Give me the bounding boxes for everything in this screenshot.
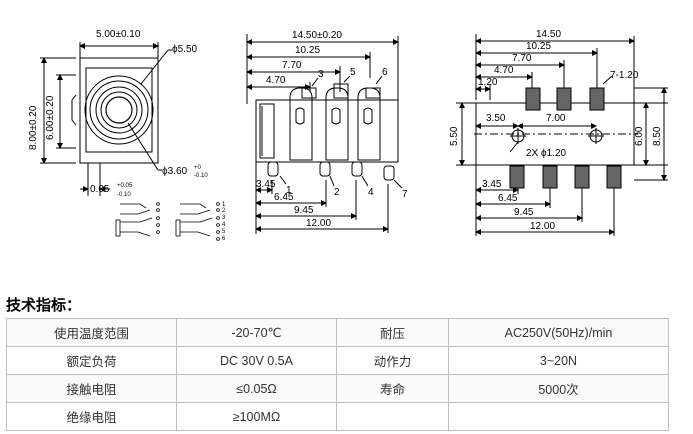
spec-value: 3~20N (448, 346, 669, 375)
table-row: 使用温度范围 -20-70℃ 耐压 AC250V(50Hz)/min (6, 318, 669, 347)
side-dim-top-0: 14.50±0.20 (292, 30, 342, 41)
pcb-dim-bottom-0: 3.45 (482, 179, 502, 190)
spec-value: DC 30V 0.5A (176, 346, 337, 375)
pcb-height-right-a: 6.00 (634, 126, 645, 146)
side-dim-bottom-0: 3.45 (256, 179, 276, 190)
pcb-pads (509, 87, 622, 189)
pcb-dim-top-5: 7-1.20 (610, 70, 639, 81)
spec-value: ≥100MΩ (176, 402, 337, 431)
front-hole-diameter: ϕ5.50 (172, 44, 198, 55)
spec-label: 绝缘电阻 (6, 402, 177, 431)
front-offset-tol-plus: +0.05 (117, 183, 133, 189)
spec-label: 额定负荷 (6, 346, 177, 375)
spec-value: ≤0.05Ω (176, 374, 337, 403)
schematic-pin-labels: 1 2 3 4 5 6 (222, 202, 226, 242)
technical-drawing: 5.00±0.10 8.00±0.20 6.00±0.20 ϕ5.50 ϕ3.6… (28, 29, 668, 242)
front-view (40, 42, 172, 196)
switch-schematic (115, 202, 220, 241)
side-pin-4: 4 (368, 187, 374, 198)
table-row: 绝缘电阻 ≥100MΩ (6, 402, 669, 431)
side-pin-6: 6 (382, 67, 388, 78)
spec-value: AC250V(50Hz)/min (448, 318, 669, 347)
pcb-dim-top-0: 14.50 (536, 29, 561, 40)
pcb-dim-top-2: 7.70 (512, 53, 532, 64)
front-pin-tol-plus: +0 (194, 165, 202, 171)
schematic-pin-1: 1 (222, 202, 226, 208)
spec-value (448, 402, 669, 431)
pcb-hole-label: 2X ϕ1.20 (526, 148, 567, 159)
front-pin-diameter: ϕ3.60 (162, 166, 188, 177)
schematic-pin-5: 5 (222, 229, 226, 235)
table-row: 接触电阻 ≤0.05Ω 寿命 5000次 (6, 374, 669, 403)
side-pin-2: 2 (334, 187, 340, 198)
front-height-outer-dim: 8.00±0.20 (28, 105, 39, 150)
spec-table: 使用温度范围 -20-70℃ 耐压 AC250V(50Hz)/min 额定负荷 … (6, 318, 669, 431)
pcb-dim-top-4: 1.20 (478, 77, 498, 88)
pcb-dim-bottom-1: 6.45 (498, 193, 518, 204)
spec-value: 5000次 (448, 374, 669, 403)
schematic-pin-3: 3 (222, 215, 226, 221)
side-dim-top-1: 10.25 (295, 45, 320, 56)
side-dim-bottom-2: 9.45 (294, 205, 314, 216)
spec-label: 动作力 (336, 346, 449, 375)
front-width-dim: 5.00±0.10 (96, 29, 141, 40)
pcb-dim-mid-1: 7.00 (546, 113, 566, 124)
schematic-pin-2: 2 (222, 208, 226, 214)
pcb-height-right-b: 8.50 (652, 126, 663, 146)
front-offset-tol-minus: -0.10 (117, 192, 131, 198)
schematic-pin-6: 6 (222, 236, 226, 242)
side-dim-top-2: 7.70 (282, 60, 302, 71)
side-pin-3: 3 (318, 69, 324, 80)
spec-label (336, 402, 449, 431)
pcb-dim-bottom-2: 9.45 (514, 207, 534, 218)
front-height-inner-dim: 6.00±0.20 (45, 95, 56, 140)
spec-label: 耐压 (336, 318, 449, 347)
side-dim-bottom-1: 6.45 (274, 192, 294, 203)
table-row: 额定负荷 DC 30V 0.5A 动作力 3~20N (6, 346, 669, 375)
pcb-height-left: 5.50 (449, 126, 460, 146)
spec-value: -20-70℃ (176, 318, 337, 347)
front-offset-dim: 0.05 (90, 184, 110, 195)
pcb-dim-top-1: 10.25 (526, 41, 551, 52)
spec-title: 技术指标： (6, 297, 82, 314)
front-pin-tol-minus: -0.10 (194, 173, 208, 179)
side-dim-bottom-3: 12.00 (306, 218, 331, 229)
side-pin-7: 7 (402, 189, 408, 200)
side-pin-5: 5 (350, 67, 356, 78)
spec-label: 使用温度范围 (6, 318, 177, 347)
spec-label: 接触电阻 (6, 374, 177, 403)
schematic-pin-4: 4 (222, 222, 226, 228)
pcb-dim-mid-0: 3.50 (486, 113, 506, 124)
pcb-dim-bottom-3: 12.00 (530, 221, 555, 232)
spec-label: 寿命 (336, 374, 449, 403)
pcb-dim-top-3: 4.70 (494, 65, 514, 76)
side-dim-top-3: 4.70 (266, 75, 286, 86)
pcb-footprint-view (456, 34, 668, 236)
side-pin-1: 1 (286, 185, 292, 196)
side-view (246, 34, 403, 234)
